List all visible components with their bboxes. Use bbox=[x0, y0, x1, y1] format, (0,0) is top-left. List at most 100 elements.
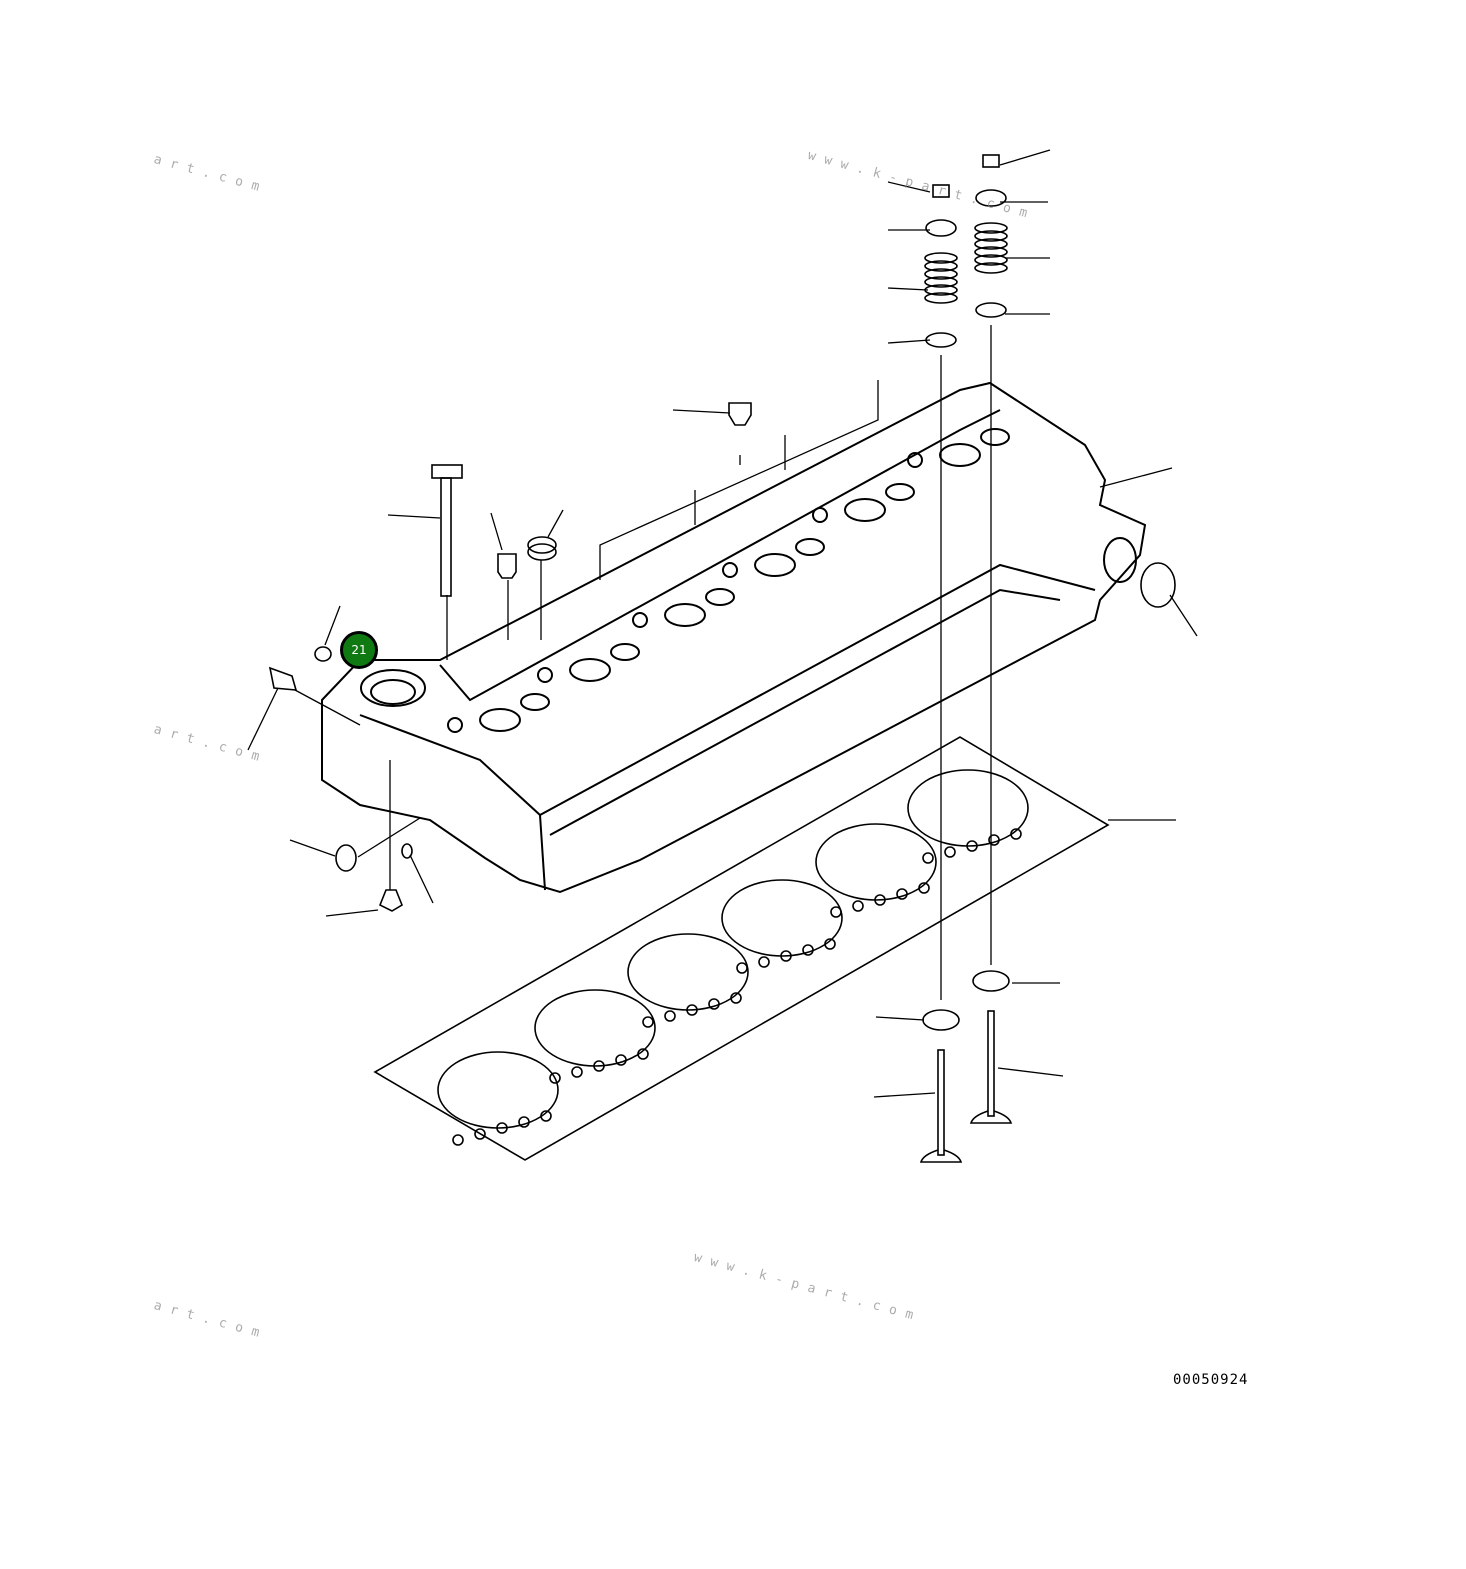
plug bbox=[497, 553, 517, 579]
gasket-hole bbox=[730, 992, 742, 1004]
cylinder-bore bbox=[627, 933, 749, 1011]
valve-spring-coil bbox=[924, 292, 958, 304]
plug bbox=[728, 402, 752, 426]
gasket-hole bbox=[642, 1016, 654, 1028]
valve-head bbox=[919, 1149, 963, 1163]
head-edge bbox=[539, 563, 1096, 816]
gasket-hole bbox=[496, 1122, 508, 1134]
head-outlet bbox=[1103, 537, 1137, 583]
callout-badge-21[interactable]: 21 bbox=[340, 631, 378, 669]
head-edge bbox=[549, 588, 1061, 836]
gasket-hole bbox=[852, 900, 864, 912]
valve-stem-seal bbox=[925, 332, 957, 348]
gasket-hole bbox=[708, 998, 720, 1010]
gasket-hole bbox=[474, 1128, 486, 1140]
valve-seat-insert bbox=[972, 970, 1010, 992]
valve-port bbox=[844, 498, 886, 522]
valve-port bbox=[610, 643, 640, 661]
gasket-hole bbox=[518, 1116, 530, 1128]
valve-stem bbox=[937, 1049, 945, 1156]
cylinder-bore bbox=[721, 879, 843, 957]
valve-spring-coil bbox=[974, 254, 1008, 266]
head-bolt-shank bbox=[440, 477, 452, 597]
valve-stem-seal bbox=[975, 302, 1007, 318]
gasket-hole bbox=[637, 1048, 649, 1060]
seal-ring bbox=[1140, 562, 1176, 608]
cylinder-bore bbox=[907, 769, 1029, 847]
gasket-hole bbox=[896, 888, 908, 900]
valve-train bbox=[919, 154, 1013, 1163]
valve-keeper bbox=[982, 154, 1000, 168]
bolt-hole bbox=[907, 452, 923, 468]
head-edge bbox=[439, 409, 1001, 702]
valve-port bbox=[569, 658, 611, 682]
bolt-hole bbox=[447, 717, 463, 733]
gasket-outline bbox=[373, 736, 1110, 1161]
seal-ring bbox=[527, 543, 557, 561]
head-gasket bbox=[373, 736, 1110, 1161]
head-edge bbox=[359, 714, 546, 891]
gasket-hole bbox=[966, 840, 978, 852]
valve-stem bbox=[987, 1010, 995, 1117]
gasket-hole bbox=[918, 882, 930, 894]
plug bbox=[378, 889, 403, 912]
gasket-hole bbox=[874, 894, 886, 906]
seal-ring bbox=[527, 536, 557, 554]
gasket-hole bbox=[664, 1010, 676, 1022]
valve-port bbox=[705, 588, 735, 606]
bolt-hole bbox=[537, 667, 553, 683]
valve-port bbox=[795, 538, 825, 556]
head-ports bbox=[447, 428, 1010, 733]
valve-spring-coil bbox=[924, 268, 958, 280]
gasket-hole bbox=[615, 1054, 627, 1066]
bolt-hole bbox=[812, 507, 828, 523]
bolt-hole bbox=[722, 562, 738, 578]
valve-spring-coil bbox=[974, 238, 1008, 250]
gasket-hole bbox=[830, 906, 842, 918]
leader-lines bbox=[247, 149, 1198, 1098]
valve-seat-insert bbox=[922, 1009, 960, 1031]
cylinder-bore bbox=[437, 1051, 559, 1129]
valve-spring-coil bbox=[974, 222, 1008, 234]
valve-port bbox=[754, 553, 796, 577]
cylinder-bore bbox=[815, 823, 937, 901]
gasket-hole bbox=[549, 1072, 561, 1084]
gasket-hole bbox=[988, 834, 1000, 846]
cylinder-head bbox=[321, 381, 1147, 894]
spring-retainer bbox=[925, 219, 957, 237]
valve-port bbox=[520, 693, 550, 711]
valve-spring-coil bbox=[924, 252, 958, 264]
gasket-hole bbox=[736, 962, 748, 974]
valve-spring-coil bbox=[924, 260, 958, 272]
gasket-hole bbox=[922, 852, 934, 864]
head-bore bbox=[370, 679, 416, 705]
valve-port bbox=[664, 603, 706, 627]
valve-spring-coil bbox=[924, 276, 958, 288]
head-bore bbox=[360, 669, 426, 707]
gasket-hole bbox=[824, 938, 836, 950]
small-plug bbox=[401, 843, 413, 859]
gasket-hole bbox=[758, 956, 770, 968]
gasket-hole bbox=[780, 950, 792, 962]
gasket-hole bbox=[944, 846, 956, 858]
valve-port bbox=[980, 428, 1010, 446]
small-plug bbox=[314, 646, 332, 662]
valve-port bbox=[479, 708, 521, 732]
valve-keeper bbox=[932, 184, 950, 198]
cylinder-bore bbox=[534, 989, 656, 1067]
gasket-hole bbox=[1010, 828, 1022, 840]
valve-spring-coil bbox=[974, 230, 1008, 242]
gasket-hole bbox=[571, 1066, 583, 1078]
small-parts bbox=[268, 402, 1176, 912]
gasket-hole bbox=[802, 944, 814, 956]
gasket-bores bbox=[437, 769, 1029, 1146]
figure-code: 00050924 bbox=[1173, 1372, 1249, 1388]
valve-head bbox=[969, 1110, 1013, 1124]
valve-spring-coil bbox=[974, 262, 1008, 274]
valve-port bbox=[885, 483, 915, 501]
valve-port bbox=[939, 443, 981, 467]
gasket-hole bbox=[452, 1134, 464, 1146]
threaded-plug bbox=[268, 666, 298, 691]
